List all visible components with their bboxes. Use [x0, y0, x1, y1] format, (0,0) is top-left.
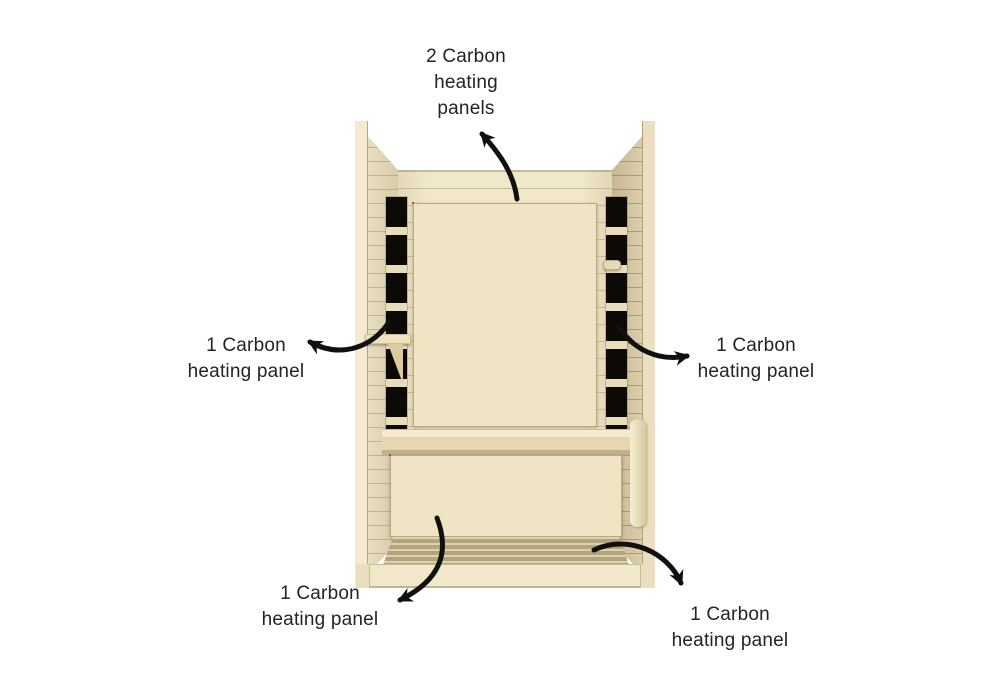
front-right-post — [640, 564, 654, 588]
sauna-illustration — [355, 120, 655, 588]
left-wall-front-edge — [355, 121, 368, 587]
under-bench-heater-grid — [390, 455, 622, 537]
front-left-post — [356, 564, 370, 588]
right-wall-fixture — [603, 260, 621, 270]
bench-front-face — [382, 437, 630, 450]
label-line: heating panel — [261, 609, 379, 630]
label-bottom-right-panel: 1 Carbon heating panel — [630, 602, 830, 654]
label-left-panel: 1 Carbon heating panel — [146, 333, 346, 385]
label-line: heating panel — [697, 361, 815, 382]
label-line: 1 Carbon — [716, 335, 796, 356]
label-bottom-left-panel: 1 Carbon heating panel — [220, 581, 420, 633]
left-wall-heating-panel — [386, 197, 407, 430]
floor-slats — [383, 537, 629, 565]
label-line: heating panel — [187, 361, 305, 382]
back-wall-heater-grid — [413, 203, 597, 427]
bench — [382, 429, 630, 455]
label-line: panels — [437, 98, 495, 119]
left-wall-shelf-bracket — [365, 334, 411, 344]
right-wall-trim-board — [630, 419, 646, 527]
bench-top — [382, 429, 630, 437]
label-line: 1 Carbon — [280, 583, 360, 604]
right-wall-heating-panel — [606, 197, 627, 430]
label-line: heating — [434, 72, 498, 93]
label-top-panels: 2 Carbon heating panels — [366, 44, 566, 122]
label-line: 2 Carbon — [426, 46, 506, 67]
label-line: 1 Carbon — [206, 335, 286, 356]
label-line: 1 Carbon — [690, 604, 770, 625]
bench-shadow — [382, 450, 630, 455]
label-line: heating panel — [671, 630, 789, 651]
label-right-panel: 1 Carbon heating panel — [656, 333, 856, 385]
